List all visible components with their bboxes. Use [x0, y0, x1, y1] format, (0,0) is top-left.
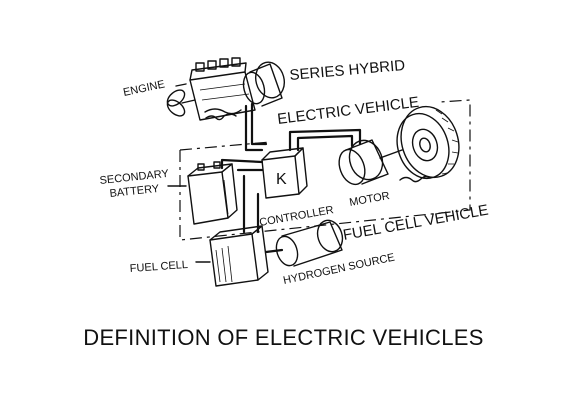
label-electric-vehicle: ELECTRIC VEHICLE	[276, 94, 420, 128]
label-fuel-cell-vehicle: FUEL CELL VEHICLE	[342, 202, 490, 244]
label-secondary-battery-line2: BATTERY	[109, 183, 160, 200]
wire-gen-1	[244, 104, 264, 152]
fuel-cell-illustration	[209, 225, 269, 287]
leader-engine	[175, 83, 187, 87]
label-engine: ENGINE	[122, 78, 166, 99]
wire-ctrl-motor-2	[296, 134, 354, 152]
label-fuel-cell: FUEL CELL	[129, 259, 188, 275]
label-hydrogen-source: HYDROGEN SOURCE	[282, 252, 396, 287]
ev-boundary	[179, 99, 471, 241]
hydrogen-pipe	[264, 248, 284, 254]
label-secondary-battery-line1: SECONDARY	[99, 168, 170, 187]
wheel-illustration	[396, 105, 460, 180]
label-motor: MOTOR	[348, 190, 390, 209]
label-series-hybrid: SERIES HYBRID	[289, 57, 406, 84]
controller-illustration: K	[261, 147, 308, 199]
motor-illustration	[338, 139, 403, 186]
generator-illustration	[242, 61, 286, 107]
wire-ctrl-motor-1	[288, 128, 362, 152]
diagram-caption: DEFINITION OF ELECTRIC VEHICLES	[83, 325, 484, 350]
controller-symbol: K	[276, 171, 287, 188]
artist-signature-2	[399, 175, 431, 183]
hydrogen-tank-illustration	[275, 219, 344, 267]
wire-gen-2	[250, 102, 268, 146]
secondary-battery-illustration	[187, 161, 238, 225]
engine-illustration	[166, 57, 256, 121]
wire-batt-ctrl-1	[220, 158, 264, 170]
artist-signature-1	[205, 113, 237, 121]
